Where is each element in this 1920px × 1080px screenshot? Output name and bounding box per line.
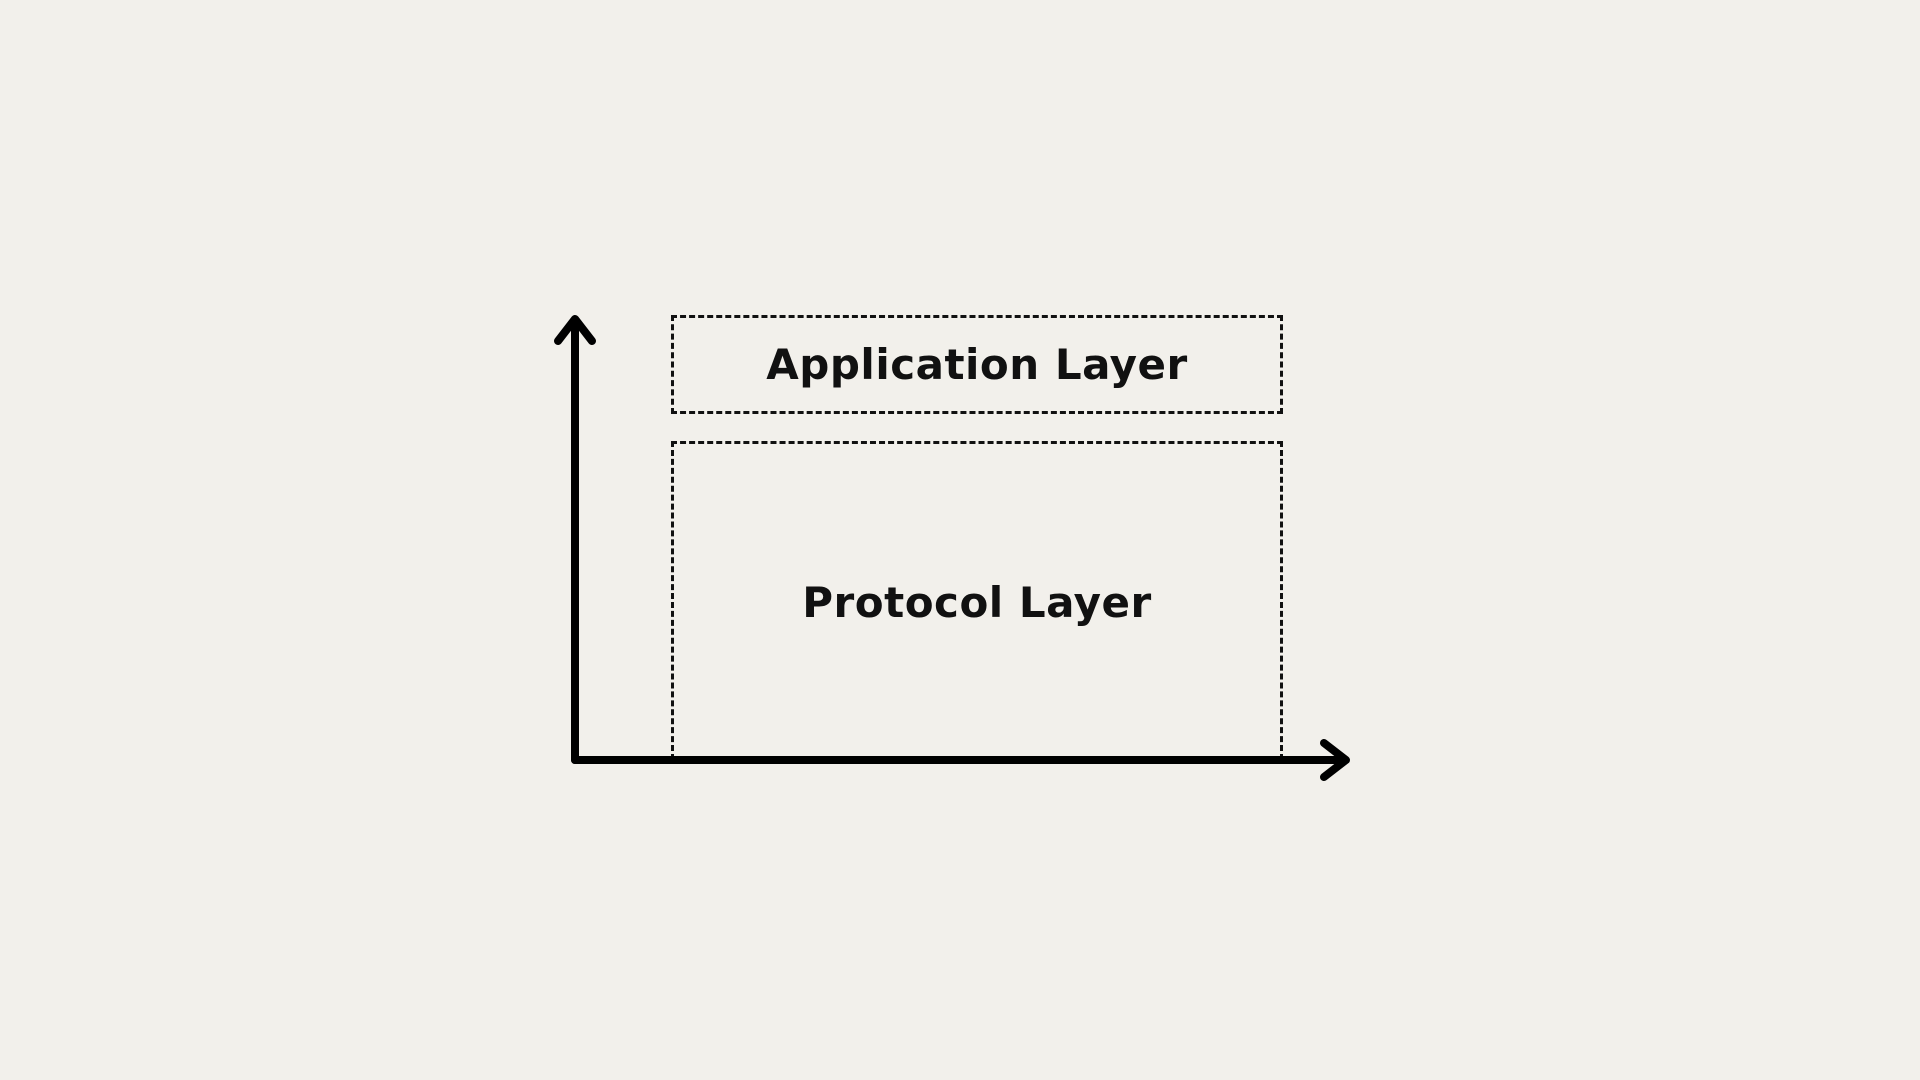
horizontal-axis-arrowhead bbox=[1320, 739, 1350, 781]
vertical-axis-arrowhead bbox=[554, 315, 596, 345]
application-layer-label: Application Layer bbox=[766, 340, 1188, 389]
protocol-layer-label: Protocol Layer bbox=[802, 577, 1152, 627]
application-layer-box: Application Layer bbox=[671, 315, 1283, 414]
protocol-layer-box: Protocol Layer bbox=[671, 441, 1283, 760]
